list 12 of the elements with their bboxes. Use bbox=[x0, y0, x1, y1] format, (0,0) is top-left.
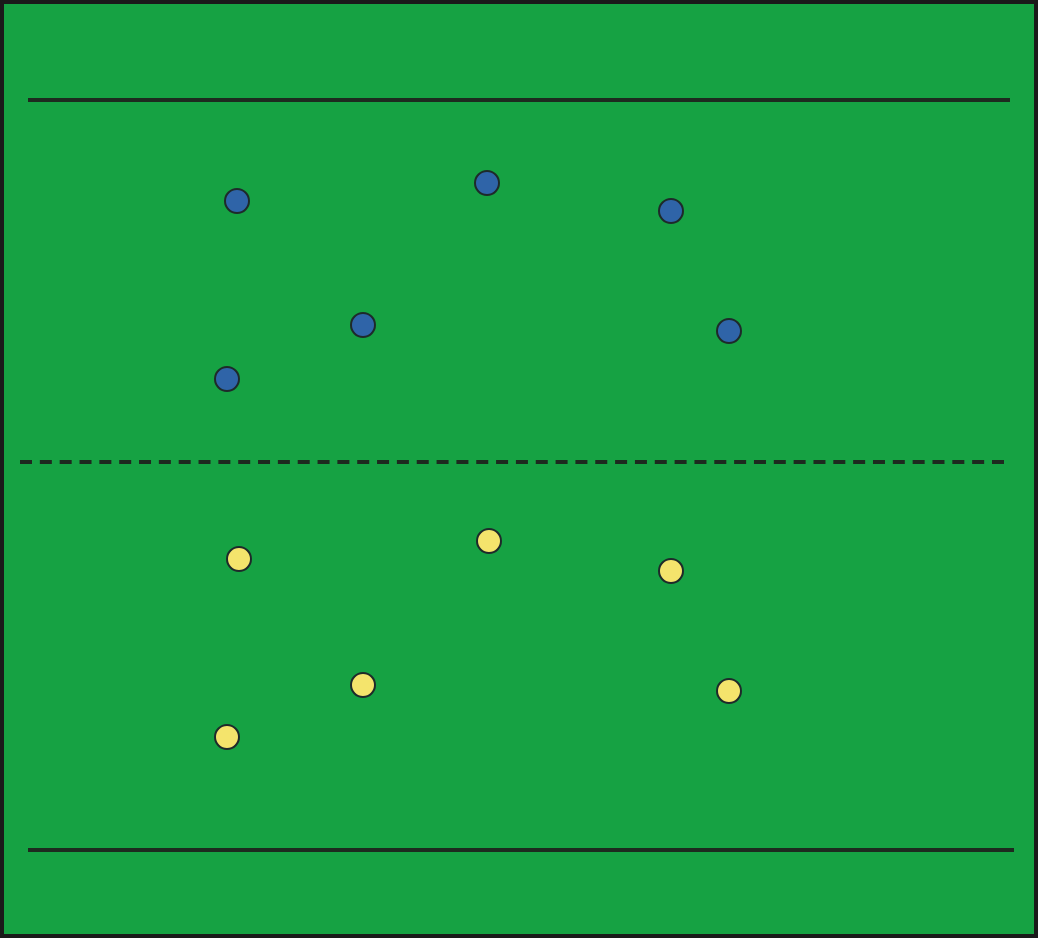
player-dot bbox=[349, 671, 375, 697]
player-dot bbox=[657, 197, 683, 223]
player-dot bbox=[715, 677, 741, 703]
player-dot bbox=[213, 723, 239, 749]
player-dot bbox=[213, 365, 239, 391]
player-dot bbox=[657, 557, 683, 583]
player-dot bbox=[225, 545, 251, 571]
player-dot bbox=[473, 169, 499, 195]
player-dot bbox=[475, 527, 501, 553]
player-dot bbox=[223, 187, 249, 213]
player-dot bbox=[715, 317, 741, 343]
player-dot bbox=[349, 311, 375, 337]
